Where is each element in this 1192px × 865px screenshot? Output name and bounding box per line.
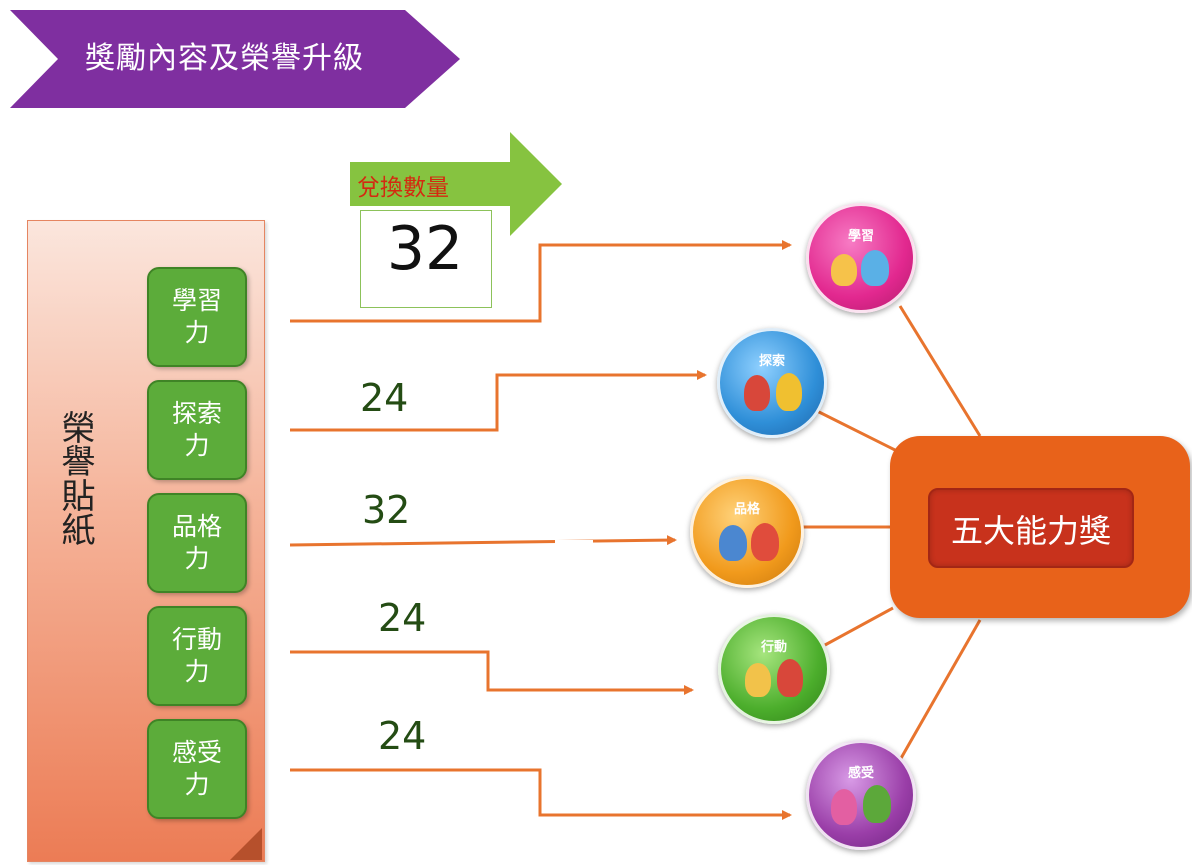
exchange-label: 兌換數量: [357, 175, 449, 201]
link-learning-award: [898, 305, 982, 437]
kid-icon: [861, 250, 889, 286]
ability-label-line2: 力: [184, 770, 210, 799]
medal-action: 行動: [718, 614, 830, 724]
ability-box-action: 行動 力: [147, 606, 247, 706]
medal-label: 感受: [847, 765, 875, 781]
exchange-arrow: [350, 132, 562, 236]
ability-label-line1: 品格: [171, 512, 222, 541]
kid-icon: [777, 659, 803, 697]
panel-title: 榮譽貼紙: [55, 410, 95, 546]
award-label: 五大能力獎: [950, 512, 1111, 550]
medal-label: 學習: [847, 228, 875, 244]
link-action-award: [824, 606, 894, 647]
panel-page-fold: [230, 828, 262, 860]
ability-label-line2: 力: [184, 657, 210, 686]
medal-feeling: 感受: [806, 740, 916, 850]
medal-exploring: 探索: [717, 328, 827, 438]
ability-label-line2: 力: [184, 544, 210, 573]
count-value-exploring: 24: [360, 376, 409, 420]
kid-icon: [831, 254, 857, 286]
ability-label-line2: 力: [184, 318, 210, 347]
ability-box-feeling: 感受 力: [147, 719, 247, 819]
link-feeling-award: [898, 619, 982, 761]
medal-learning: 學習: [806, 203, 916, 313]
ability-label-line2: 力: [184, 431, 210, 460]
ability-box-character: 品格 力: [147, 493, 247, 593]
medal-label: 探索: [758, 353, 786, 369]
title-banner: [10, 10, 460, 108]
kid-icon: [719, 525, 747, 561]
connector-exploring: [290, 370, 707, 432]
ability-box-learning: 學習 力: [147, 267, 247, 367]
connector-action: [290, 650, 694, 695]
link-exploring-award: [814, 408, 896, 452]
medal-label: 品格: [733, 502, 761, 518]
white-patch: [555, 540, 593, 578]
page-title: 獎勵內容及榮譽升級: [85, 41, 364, 76]
kid-icon: [863, 785, 891, 823]
ability-label-line1: 學習: [171, 286, 222, 315]
kid-icon: [776, 373, 802, 411]
ability-label-line1: 行動: [171, 625, 222, 654]
count-value-feeling: 24: [378, 714, 427, 758]
medal-label: 行動: [760, 639, 788, 655]
kid-icon: [751, 523, 779, 561]
kid-icon: [744, 375, 770, 411]
award-label-box: [928, 488, 1134, 568]
count-box: [360, 210, 492, 308]
count-value-character: 32: [362, 488, 411, 532]
medal-character: 品格: [690, 476, 804, 588]
ability-box-exploring: 探索 力: [147, 380, 247, 480]
kid-icon: [831, 789, 857, 825]
connector-feeling: [290, 768, 792, 820]
connector-learning: [290, 240, 792, 323]
count-value-learning: 32: [386, 214, 464, 284]
ability-label-line1: 感受: [171, 738, 222, 767]
count-value-action: 24: [378, 596, 427, 640]
connector-character: [289, 535, 677, 547]
kid-icon: [745, 663, 771, 697]
ability-label-line1: 探索: [171, 399, 222, 428]
